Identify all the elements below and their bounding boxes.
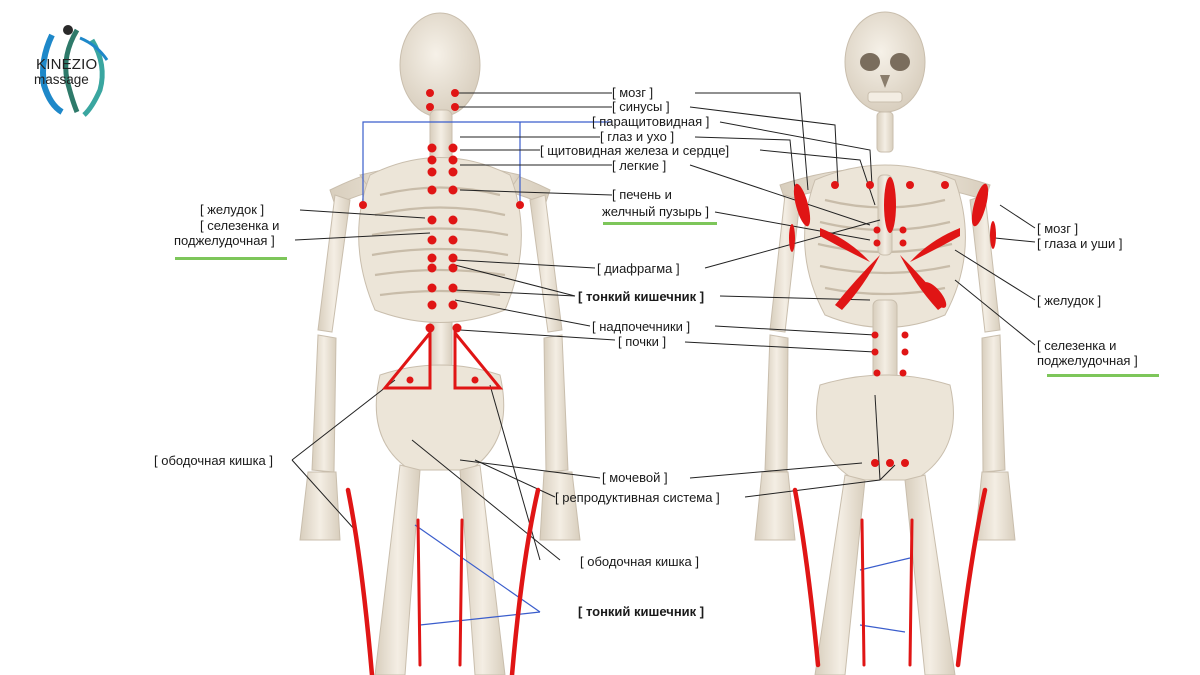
back-hand-right [539, 471, 581, 541]
back-forearm-left [311, 334, 337, 473]
triangle-left [381, 328, 432, 390]
label-selezenka-left-2: поджелудочная ] [174, 233, 275, 248]
front-femur-right [904, 474, 956, 675]
front-reflex-points [789, 177, 996, 467]
label-obodochnaya-center: [ ободочная кишка ] [580, 554, 700, 569]
label-pechen-2: желчный пузырь ] [602, 204, 710, 219]
label-zheludok-right: [ желудок ] [1037, 293, 1102, 308]
back-femur-left [374, 464, 421, 675]
front-humerus-right [969, 194, 1001, 333]
label-selezenka-left-1: [ селезенка и [200, 218, 280, 233]
logo-figures-icon [40, 25, 109, 117]
label-selezenka-right-2: поджелудочная ] [1037, 353, 1138, 368]
kinezio-logo: KINEZIO massage [22, 20, 114, 120]
label-mozg-right: [ мозг ] [1037, 221, 1079, 236]
label-tonkiy-kishechnik-2: [ тонкий кишечник ] [578, 604, 705, 619]
pechen-underline [603, 222, 717, 225]
selezenka-left-underline [175, 257, 287, 260]
label-mozg-top: [ мозг ] [612, 85, 654, 100]
back-skull [399, 12, 481, 118]
label-nadpochechniki: [ надпочечники ] [592, 319, 691, 334]
leader-lines [291, 92, 1036, 561]
logo-text-massage: massage [34, 72, 89, 87]
back-skeleton [299, 12, 581, 675]
back-humerus-right [529, 194, 563, 333]
back-pelvis [375, 364, 505, 471]
back-hand-left [299, 471, 341, 541]
label-reproduktivnaya: [ репродуктивная система ] [555, 490, 720, 505]
label-pechen-1: [ печень и [612, 187, 672, 202]
blue-guide-lines [362, 121, 911, 633]
back-reflex-points [359, 89, 524, 384]
label-zheludok-left: [ желудок ] [200, 202, 265, 217]
front-femur-left [814, 474, 866, 675]
label-parashchitovidnaya: [ паращитовидная ] [592, 114, 710, 129]
label-diafragma: [ диафрагма ] [597, 261, 680, 276]
front-pelvis [816, 374, 954, 481]
front-hand-left [754, 471, 796, 541]
logo-text-kinezio: KINEZIO [36, 56, 98, 73]
front-forearm-left [764, 334, 789, 473]
label-mochevoy: [ мочевой ] [602, 470, 668, 485]
label-legkie: [ легкие ] [612, 158, 667, 173]
label-obodochnaya-left: [ ободочная кишка ] [154, 453, 274, 468]
label-glaza-ushi: [ глаза и уши ] [1037, 236, 1123, 251]
red-triangles [381, 328, 504, 390]
back-humerus-left [317, 194, 351, 333]
label-shchitovidnaya: [ щитовидная железа и сердце] [540, 143, 730, 158]
back-ribcage [358, 157, 522, 323]
triangle-right [453, 328, 504, 390]
back-femur-right [459, 464, 506, 675]
label-glaz-ukho: [ глаз и ухо ] [600, 129, 675, 144]
selezenka-right-underline [1047, 374, 1159, 377]
label-pochki: [ почки ] [618, 334, 667, 349]
front-skeleton [754, 11, 1016, 675]
label-sinusy: [ синусы ] [612, 99, 670, 114]
front-humerus-left [769, 194, 801, 333]
label-tonkiy-kishechnik-1: [ тонкий кишечник ] [578, 289, 705, 304]
front-forearm-right [981, 334, 1006, 473]
label-selezenka-right-1: [ селезенка и [1037, 338, 1117, 353]
back-forearm-right [543, 334, 569, 473]
leg-reflex-lines [345, 487, 988, 675]
